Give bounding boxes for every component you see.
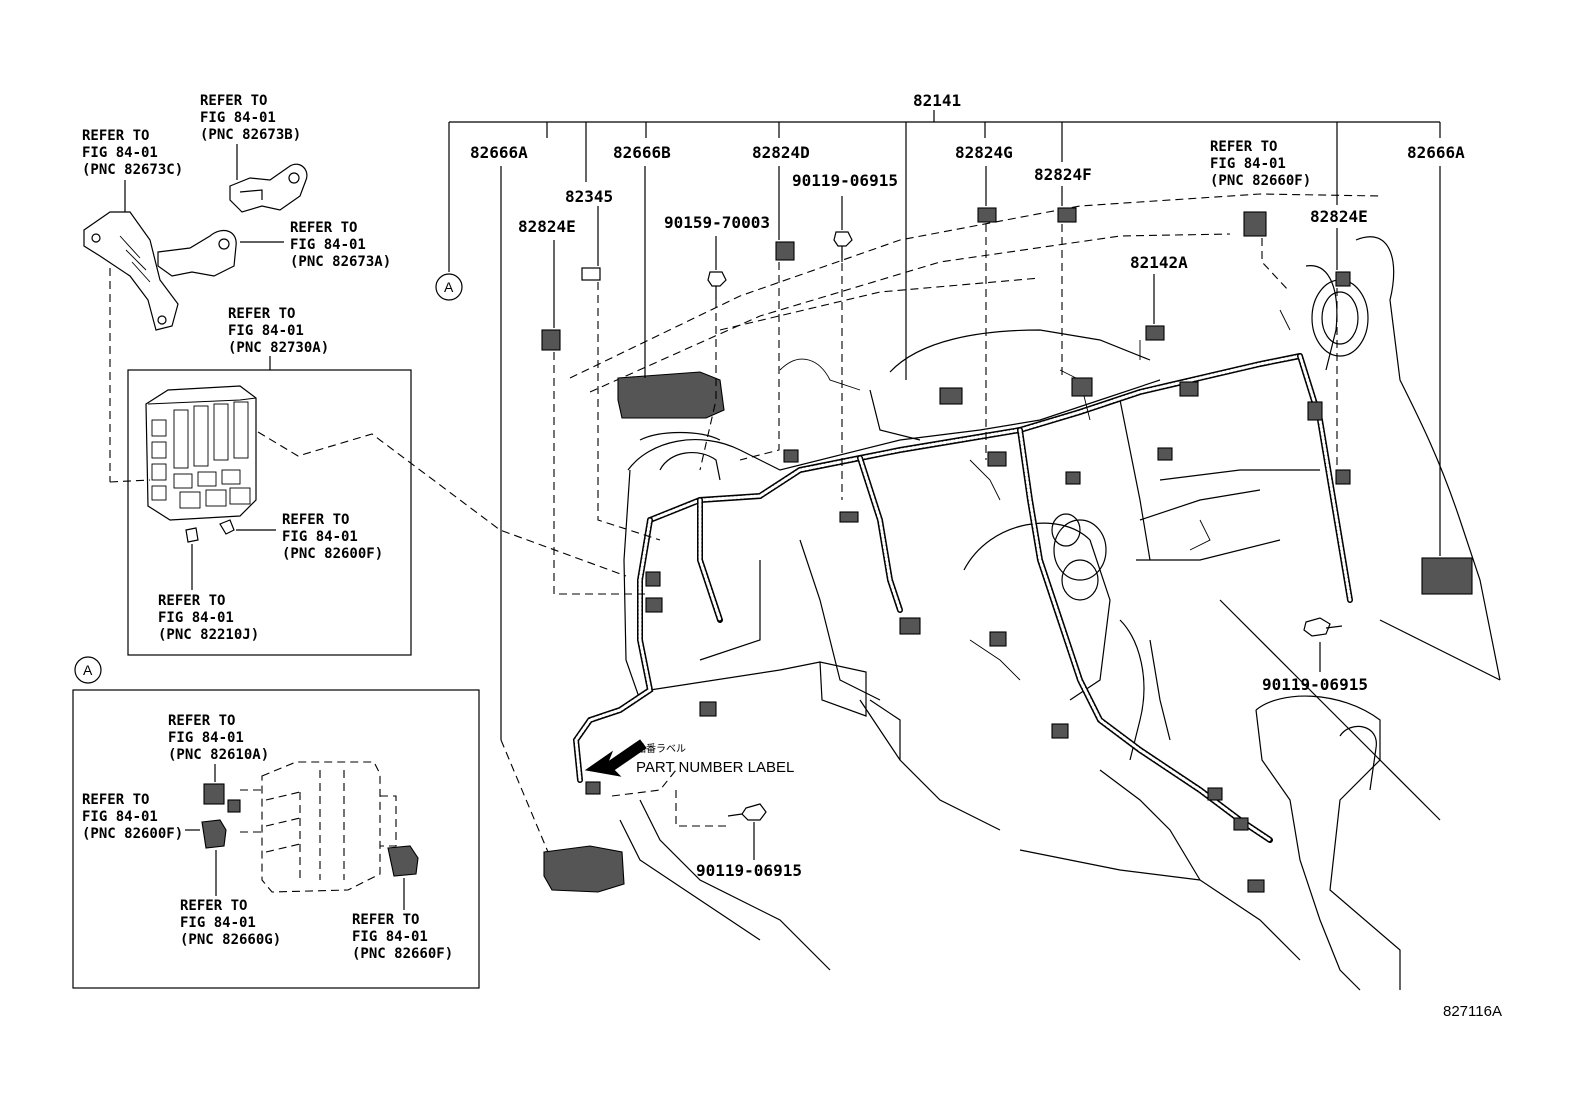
pn-82824g: 82824G [955, 143, 1013, 162]
part-number-label-en: PART NUMBER LABEL [636, 759, 794, 776]
bolt-right-icon [1303, 617, 1343, 637]
ref-line: (PNC 82660F) [352, 946, 453, 962]
ref-line: REFER TO [82, 128, 149, 144]
ref-line: REFER TO [352, 912, 419, 928]
ref-82673a: REFER TO FIG 84-01 (PNC 82673A) [290, 220, 391, 270]
ref-line: FIG 84-01 [352, 929, 428, 945]
ref-line: (PNC 82610A) [168, 747, 269, 763]
ref-line: FIG 84-01 [82, 145, 158, 161]
ref-line: (PNC 82673B) [200, 127, 301, 143]
ref-line: FIG 84-01 [1210, 156, 1286, 172]
relay-small-1-icon [219, 519, 276, 535]
nut-icon [707, 271, 727, 300]
ref-82210j: REFER TO FIG 84-01 (PNC 82210J) [158, 593, 259, 643]
bolt-top-icon [833, 231, 853, 262]
ref-82660g: REFER TO FIG 84-01 (PNC 82660G) [180, 898, 281, 948]
ref-line: (PNC 82730A) [228, 340, 329, 356]
ref-line: REFER TO [168, 713, 235, 729]
ref-82610a: REFER TO FIG 84-01 (PNC 82610A) [168, 713, 269, 763]
pn-82141: 82141 [913, 91, 961, 110]
dashboard-outline [569, 193, 1501, 991]
bracket-leader-2 [109, 479, 151, 483]
bolt-bottom-icon [727, 803, 767, 860]
leader-lines [500, 166, 1441, 853]
ref-line: REFER TO [1210, 139, 1277, 155]
pn-90119-top: 90119-06915 [792, 171, 898, 190]
ref-line: REFER TO [82, 792, 149, 808]
pn-82666b: 82666B [613, 143, 671, 162]
ref-82600f-lower: REFER TO FIG 84-01 (PNC 82600F) [82, 792, 183, 842]
clamp-82673a-icon [157, 229, 284, 277]
inset-a-frame [72, 689, 480, 989]
ref-line: REFER TO [158, 593, 225, 609]
ref-line: FIG 84-01 [228, 323, 304, 339]
ref-line: (PNC 82660G) [180, 932, 281, 948]
ref-line: FIG 84-01 [282, 529, 358, 545]
ref-line: REFER TO [290, 220, 357, 236]
pn-82824e-left: 82824E [518, 217, 576, 236]
marker-a-inset: A [74, 656, 102, 684]
ref-line: REFER TO [228, 306, 295, 322]
junction-block-icon [240, 761, 397, 893]
ref-line: FIG 84-01 [290, 237, 366, 253]
bracket-82673c-icon [83, 180, 179, 331]
pn-82142a: 82142A [1130, 253, 1188, 272]
pn-82666a-right: 82666A [1407, 143, 1465, 162]
pn-90119-right: 90119-06915 [1262, 675, 1368, 694]
harness-wiring [572, 309, 1353, 843]
ref-line: (PNC 82600F) [82, 826, 183, 842]
ref-line: (PNC 82660F) [1210, 173, 1311, 189]
ref-line: (PNC 82210J) [158, 627, 259, 643]
ref-82660f-upper: REFER TO FIG 84-01 (PNC 82660F) [1210, 139, 1311, 189]
relay-82610a-icon [203, 764, 241, 813]
ref-82660f-lower: REFER TO FIG 84-01 (PNC 82660F) [352, 912, 453, 962]
pn-82345: 82345 [565, 187, 613, 206]
marker-a-main: A [435, 273, 463, 301]
ref-line: (PNC 82600F) [282, 546, 383, 562]
relay-small-2-icon [185, 527, 199, 590]
part-number-label-callout: 品番ラベル PART NUMBER LABEL [584, 739, 794, 827]
ref-82673b: REFER TO FIG 84-01 (PNC 82673B) [200, 93, 301, 143]
pn-82824e-right: 82824E [1310, 207, 1368, 226]
relay-82660f-lower-icon [387, 845, 419, 910]
ref-line: (PNC 82673A) [290, 254, 391, 270]
relay-82600f-icon [185, 819, 227, 849]
ref-line: FIG 84-01 [158, 610, 234, 626]
ref-line: FIG 84-01 [82, 809, 158, 825]
ref-line: REFER TO [180, 898, 247, 914]
marker-a-main-label: A [444, 279, 454, 295]
ref-82730a: REFER TO FIG 84-01 (PNC 82730A) [228, 306, 329, 356]
ref-line: REFER TO [282, 512, 349, 528]
figure-id: 827116A [1443, 1003, 1502, 1020]
pn-82824d: 82824D [752, 143, 810, 162]
pn-90119-bottom: 90119-06915 [696, 861, 802, 880]
ref-82673c: REFER TO FIG 84-01 (PNC 82673C) [82, 128, 183, 178]
pn-82824f: 82824F [1034, 165, 1092, 184]
ref-line: FIG 84-01 [168, 730, 244, 746]
clamp-82673b-icon [229, 144, 308, 213]
part-number-label-jp: 品番ラベル [636, 743, 686, 755]
marker-a-inset-label: A [83, 662, 93, 678]
ref-82600f-upper: REFER TO FIG 84-01 (PNC 82600F) [282, 512, 383, 562]
pn-82666a-left: 82666A [470, 143, 528, 162]
ref-line: FIG 84-01 [200, 110, 276, 126]
ref-line: FIG 84-01 [180, 915, 256, 931]
ref-line: (PNC 82673C) [82, 162, 183, 178]
relay-leader-dash [257, 431, 627, 577]
main-harness-bracket [448, 110, 1441, 380]
connectors [541, 207, 1473, 893]
pn-90159: 90159-70003 [664, 213, 770, 232]
ref-line: REFER TO [200, 93, 267, 109]
relay-block-icon [145, 385, 257, 521]
